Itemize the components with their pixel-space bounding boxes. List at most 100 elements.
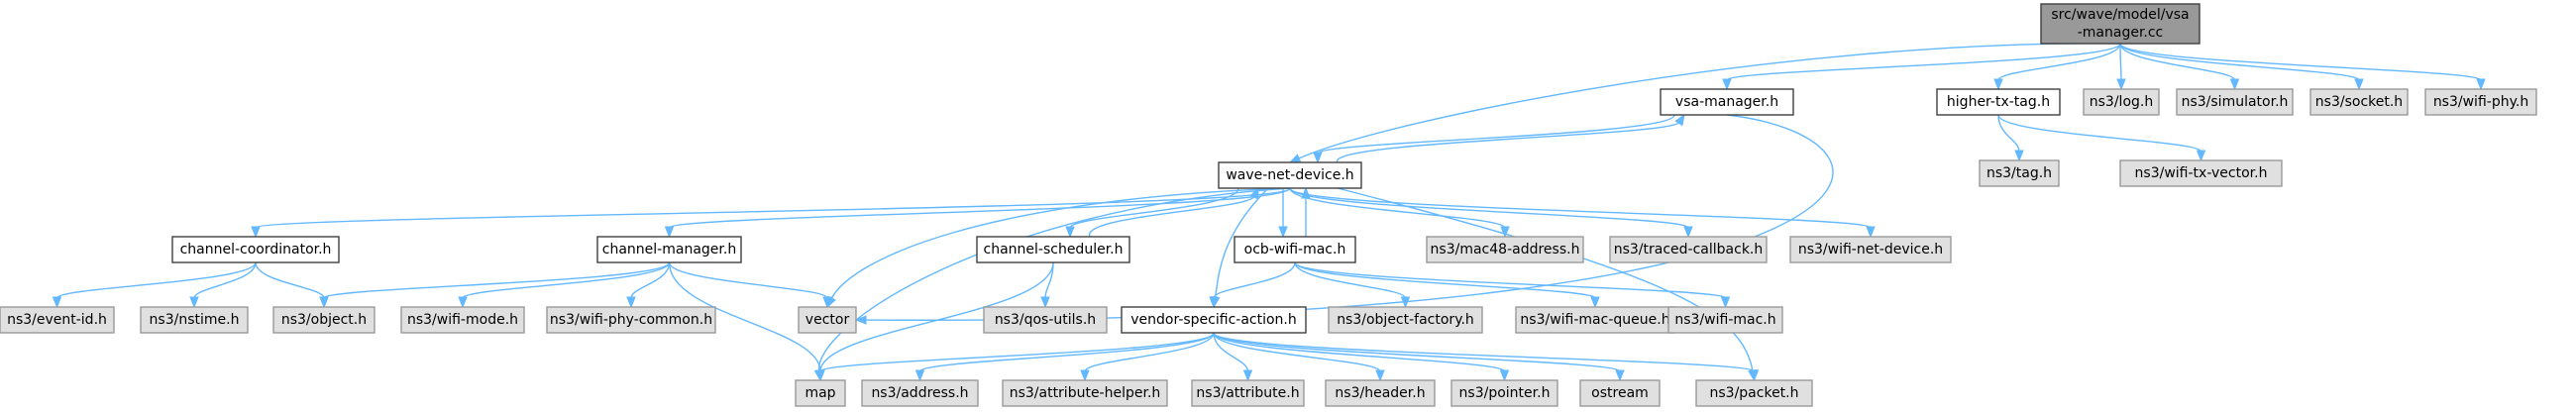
edge-chmgr-to-wifiphycom bbox=[630, 261, 671, 299]
node-label-macqueue: ns3/wifi-mac-queue.h bbox=[1520, 312, 1669, 328]
node-box-packet bbox=[1695, 379, 1813, 407]
arrowhead-vsaction-to-pointer bbox=[1499, 369, 1510, 382]
node-packet: ns3/packet.h bbox=[1695, 379, 1813, 407]
edge-highertx-to-tag bbox=[1997, 114, 2020, 153]
edge-ocb-to-macqueue bbox=[1294, 261, 1596, 299]
node-label-tag: ns3/tag.h bbox=[1986, 165, 2052, 181]
node-wifinet: ns3/wifi-net-device.h bbox=[1789, 236, 1952, 263]
edge-root-to-simulator bbox=[2119, 43, 2236, 81]
node-box-chcoord bbox=[171, 236, 340, 263]
node-label-chmgr: channel-manager.h bbox=[602, 242, 736, 258]
node-label-packet: ns3/packet.h bbox=[1710, 385, 1799, 401]
node-highertx[interactable]: higher-tx-tag.h bbox=[1936, 88, 2061, 116]
node-vsaction[interactable]: vendor-specific-action.h bbox=[1121, 306, 1307, 334]
node-label-chcoord: channel-coordinator.h bbox=[180, 242, 332, 258]
edge-vsa-to-vector bbox=[864, 114, 1834, 321]
node-mac48: ns3/mac48-address.h bbox=[1426, 236, 1584, 263]
arrowhead-wnd-to-traced bbox=[1683, 226, 1693, 239]
arrowhead-ocb-to-objfactory bbox=[1400, 296, 1411, 309]
arrowhead-chmgr-to-wifimode bbox=[458, 296, 468, 309]
arrowhead-root-to-socket bbox=[2354, 78, 2364, 91]
node-wnd[interactable]: wave-net-device.h bbox=[1218, 161, 1362, 189]
arrowhead-root-to-simulator bbox=[2229, 78, 2240, 91]
node-vsa[interactable]: vsa-manager.h bbox=[1660, 88, 1794, 116]
edge-ocb-to-objfactory bbox=[1294, 261, 1407, 299]
node-box-wifimode bbox=[400, 306, 525, 334]
node-traced: ns3/traced-callback.h bbox=[1609, 236, 1768, 263]
node-box-tag bbox=[1979, 159, 2060, 187]
node-address: ns3/address.h bbox=[861, 379, 979, 407]
node-macqueue: ns3/wifi-mac-queue.h bbox=[1515, 306, 1675, 334]
edge-ocb-to-wifimac bbox=[1294, 261, 1727, 299]
arrowhead-wnd-to-wifinet bbox=[1866, 226, 1876, 239]
arrowhead-vsa-to-vector bbox=[854, 315, 867, 325]
node-label-chsched: channel-scheduler.h bbox=[984, 242, 1124, 258]
arrowhead-ocb-to-vsaction bbox=[1209, 296, 1219, 309]
node-chmgr[interactable]: channel-manager.h bbox=[596, 236, 742, 263]
edge-chsched-to-wnd bbox=[1089, 195, 1255, 238]
arrowhead-vsaction-to-header bbox=[1375, 369, 1385, 382]
node-box-vsa bbox=[1660, 88, 1794, 116]
edge-vsa-to-wnd bbox=[1317, 114, 1675, 155]
node-box-address bbox=[861, 379, 979, 407]
node-label-wnd: wave-net-device.h bbox=[1226, 167, 1353, 183]
node-label-log: ns3/log.h bbox=[2090, 94, 2153, 110]
node-box-nstime bbox=[140, 306, 249, 334]
node-box-map bbox=[795, 379, 846, 407]
arrowhead-ocb-to-wifimac bbox=[1720, 296, 1731, 309]
arrowhead-vsaction-to-map bbox=[815, 369, 825, 382]
node-box-vector bbox=[798, 306, 857, 334]
arrowhead-root-to-log bbox=[2116, 78, 2126, 91]
node-label-eventid: ns3/event-id.h bbox=[7, 312, 107, 328]
node-attrhelper: ns3/attribute-helper.h bbox=[1002, 379, 1168, 407]
node-ocb[interactable]: ocb-wifi-mac.h bbox=[1234, 236, 1356, 263]
node-pointer: ns3/pointer.h bbox=[1450, 379, 1558, 407]
node-label-pointer: ns3/pointer.h bbox=[1459, 385, 1551, 401]
node-ostream: ostream bbox=[1579, 379, 1661, 407]
node-label-root-line1: src/wave/model/vsa bbox=[2051, 7, 2189, 23]
edge-vsaction-to-attrhelper bbox=[1084, 332, 1215, 372]
node-box-highertx bbox=[1936, 88, 2061, 116]
edge-wnd-to-vector bbox=[830, 187, 1291, 300]
node-label-ostream: ostream bbox=[1591, 385, 1649, 401]
node-box-vsaction bbox=[1121, 306, 1307, 334]
node-box-chsched bbox=[976, 236, 1130, 263]
node-box-mac48 bbox=[1426, 236, 1584, 263]
node-label-root-line2: -manager.cc bbox=[2078, 25, 2164, 41]
edges-layer bbox=[52, 43, 2486, 382]
arrowhead-wnd-to-chsched bbox=[1065, 226, 1075, 239]
arrowhead-vsaction-to-attrhelper bbox=[1080, 369, 1090, 382]
node-label-object: ns3/object.h bbox=[281, 312, 367, 328]
node-label-wifinet: ns3/wifi-net-device.h bbox=[1798, 242, 1943, 258]
node-wifitxvec: ns3/wifi-tx-vector.h bbox=[2119, 159, 2283, 187]
node-label-address: ns3/address.h bbox=[871, 385, 968, 401]
arrowhead-chcoord-to-nstime bbox=[189, 296, 199, 309]
edge-root-to-log bbox=[2119, 43, 2122, 81]
node-chsched[interactable]: channel-scheduler.h bbox=[976, 236, 1130, 263]
node-box-wnd bbox=[1218, 161, 1362, 189]
edge-wnd-to-chmgr bbox=[668, 187, 1291, 229]
edge-root-to-highertx bbox=[1997, 43, 2121, 81]
node-box-wifimac bbox=[1667, 306, 1783, 334]
node-label-wifimode: ns3/wifi-mode.h bbox=[407, 312, 518, 328]
node-box-objfactory bbox=[1328, 306, 1483, 334]
node-wifimac: ns3/wifi-mac.h bbox=[1667, 306, 1783, 334]
node-chcoord[interactable]: channel-coordinator.h bbox=[171, 236, 340, 263]
node-object: ns3/object.h bbox=[272, 306, 376, 334]
node-box-wifitxvec bbox=[2119, 159, 2283, 187]
node-box-header bbox=[1325, 379, 1436, 407]
edge-wnd-to-map bbox=[817, 187, 1291, 372]
node-box-socket bbox=[2309, 88, 2409, 116]
node-label-traced: ns3/traced-callback.h bbox=[1614, 242, 1764, 258]
arrowhead-vsaction-to-ostream bbox=[1615, 369, 1625, 382]
node-simulator: ns3/simulator.h bbox=[2176, 88, 2294, 116]
node-label-simulator: ns3/simulator.h bbox=[2182, 94, 2289, 110]
edge-chmgr-to-wifimode bbox=[462, 261, 671, 299]
node-label-attrhelper: ns3/attribute-helper.h bbox=[1010, 385, 1161, 401]
node-box-chmgr bbox=[596, 236, 742, 263]
node-label-vsaction: vendor-specific-action.h bbox=[1130, 312, 1297, 328]
edge-wnd-to-packet bbox=[1337, 187, 1754, 372]
node-root[interactable]: src/wave/model/vsa -manager.cc bbox=[2040, 3, 2200, 45]
edge-root-to-wnd bbox=[1297, 43, 2121, 159]
node-socket: ns3/socket.h bbox=[2309, 88, 2409, 116]
